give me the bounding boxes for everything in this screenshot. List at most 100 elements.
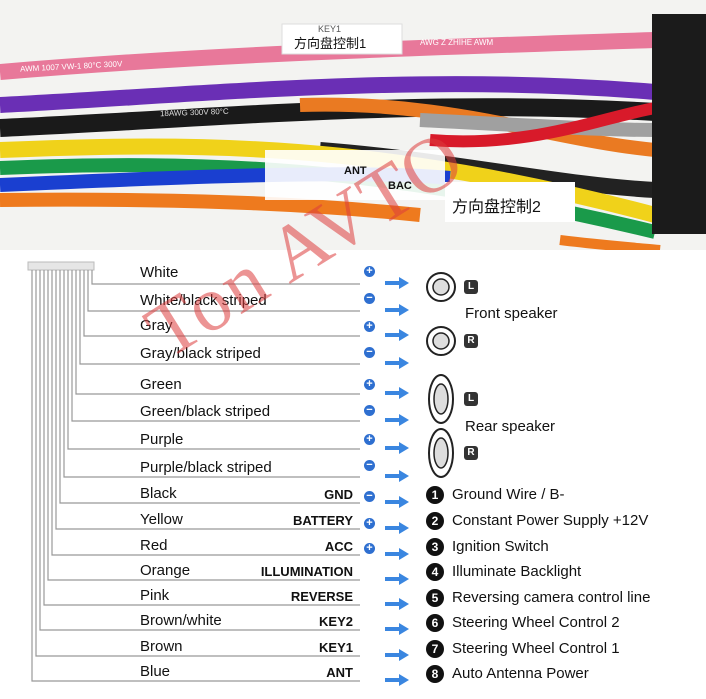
arrow-icon [399, 623, 409, 635]
desc-ground: Ground Wire / B- [452, 486, 565, 503]
desc-key2: Steering Wheel Control 2 [452, 614, 620, 631]
desc-illumination: Illuminate Backlight [452, 563, 582, 580]
signal-reverse: REVERSE [290, 589, 353, 604]
plus-icon: + [364, 434, 375, 445]
sticker-top-text: 方向盘控制1 [294, 36, 367, 51]
number-badge-3: 3 [426, 538, 444, 556]
wire-lead [63, 270, 360, 478]
wire-label-white: White [140, 264, 179, 281]
wire-label-purple: Purple [140, 431, 184, 448]
wire-label-brown: Brown [140, 638, 183, 655]
wire-lead [55, 270, 360, 530]
arrow-icon [399, 598, 409, 610]
arrow-icon [399, 548, 409, 560]
wire-lead [35, 270, 360, 657]
sticker-bac-text: BAC [388, 180, 412, 192]
wire-label-gray: Gray [140, 317, 173, 334]
wire-label-purple-black: Purple/black striped [140, 459, 272, 476]
wire-label-white-black: White/black striped [140, 292, 267, 309]
signal-key1: KEY1 [319, 640, 353, 655]
wire-label-yellow: Yellow [140, 511, 183, 528]
minus-icon: − [364, 405, 375, 416]
plug-header [27, 261, 95, 271]
arrow-icon [399, 414, 409, 426]
front-right-tag: R [464, 334, 478, 348]
plus-icon: + [364, 543, 375, 554]
wire-label-red: Red [140, 537, 168, 554]
wire-label-brown-white: Brown/white [140, 612, 222, 629]
minus-icon: − [364, 293, 375, 304]
signal-illumination: ILLUMINATION [260, 564, 353, 579]
arrow-icon [399, 357, 409, 369]
plus-icon: + [364, 266, 375, 277]
desc-acc: Ignition Switch [452, 538, 549, 555]
arrow-icon [399, 387, 409, 399]
number-badge-6: 6 [426, 614, 444, 632]
wire-lead [91, 270, 360, 285]
wire-label-green-black: Green/black striped [140, 403, 271, 420]
wire-label-black: Black [140, 485, 177, 502]
arrow-icon [399, 470, 409, 482]
signal-key2: KEY2 [319, 614, 353, 629]
wire-orange-lower [0, 192, 421, 222]
desc-key1: Steering Wheel Control 1 [452, 640, 620, 657]
plus-icon: + [364, 518, 375, 529]
wire-lead [87, 270, 360, 312]
wire-label-green: Green [140, 376, 182, 393]
sticker-top-small-text: KEY1 [318, 24, 342, 34]
number-badge-1: 1 [426, 486, 444, 504]
rear-left-speaker-icon [428, 374, 454, 424]
front-left-speaker-icon [426, 272, 456, 302]
front-left-tag: L [464, 280, 478, 294]
wire-lead [75, 270, 360, 395]
number-badge-7: 7 [426, 640, 444, 658]
rear-left-tag: L [464, 392, 478, 406]
sticker-ant-text: ANT [344, 165, 367, 177]
wire-lead [51, 270, 360, 556]
wire-lead [43, 270, 360, 606]
sticker-ant [265, 150, 445, 200]
wire-lead [83, 270, 360, 337]
connector-block [652, 14, 706, 234]
number-badge-8: 8 [426, 665, 444, 683]
minus-icon: − [364, 460, 375, 471]
number-badge-4: 4 [426, 563, 444, 581]
rear-speaker-label: Rear speaker [465, 418, 556, 435]
arrow-icon [399, 573, 409, 585]
arrow-icon [399, 277, 409, 289]
wire-red [429, 102, 657, 148]
wire-lead [31, 270, 360, 682]
number-badge-2: 2 [426, 512, 444, 530]
signal-ant: ANT [326, 665, 353, 680]
wire-label-pink: Pink [140, 587, 170, 604]
harness-photo: KEY1 方向盘控制1 方向盘控制2 ANT BAC AWM 1007 VW-1… [0, 0, 706, 250]
front-right-speaker-icon [426, 326, 456, 356]
wire-label-orange: Orange [140, 562, 191, 579]
wire-lead [79, 270, 360, 365]
plus-icon: + [364, 379, 375, 390]
sticker-top [281, 23, 403, 55]
sticker-right-text: 方向盘控制2 [452, 199, 541, 216]
desc-battery: Constant Power Supply +12V [452, 512, 649, 529]
sticker-right [445, 182, 575, 222]
rear-right-speaker-icon [428, 428, 454, 478]
wire-lead [71, 270, 360, 422]
signal-acc: ACC [324, 539, 353, 554]
harness-photo-svg [0, 0, 706, 250]
signal-battery: BATTERY [293, 513, 353, 528]
wire-lead [39, 270, 360, 631]
arrow-icon [399, 649, 409, 661]
arrow-icon [399, 674, 409, 686]
arrow-icon [399, 304, 409, 316]
arrow-icon [399, 329, 409, 341]
front-speaker-label: Front speaker [465, 305, 558, 322]
minus-icon: − [364, 491, 375, 502]
desc-ant: Auto Antenna Power [452, 665, 589, 682]
arrow-icon [399, 522, 409, 534]
rear-right-tag: R [464, 446, 478, 460]
wire-orange-right [559, 235, 661, 250]
signal-gnd: GND [324, 487, 353, 502]
